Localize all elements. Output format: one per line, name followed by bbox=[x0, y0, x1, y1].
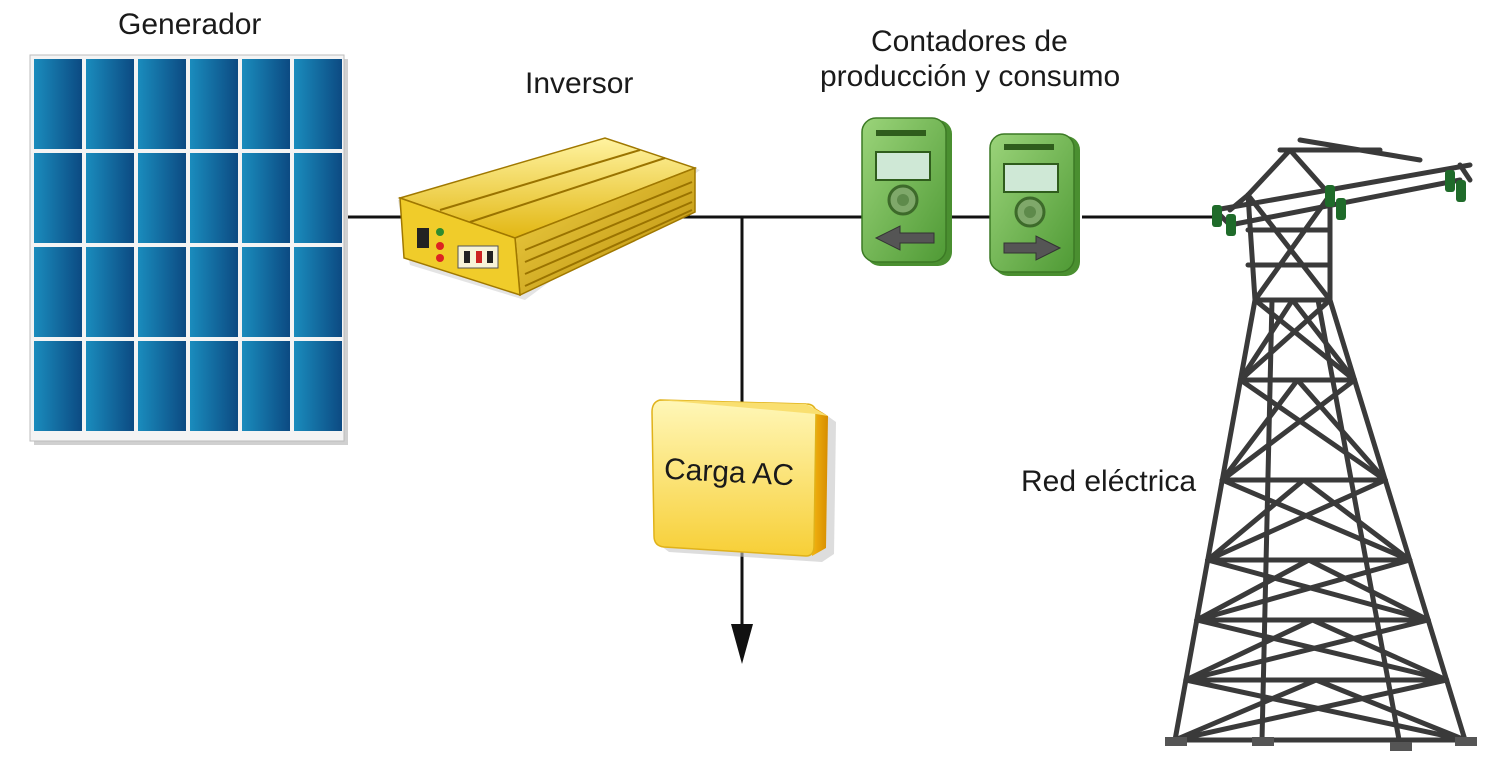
solar-cell bbox=[138, 153, 186, 243]
solar-cell bbox=[138, 341, 186, 431]
solar-cell bbox=[294, 153, 342, 243]
tower-strut bbox=[1252, 192, 1333, 303]
load-label: Carga AC bbox=[663, 452, 795, 493]
solar-cell bbox=[34, 247, 82, 337]
insulator-icon bbox=[1212, 170, 1466, 236]
tower-strut bbox=[1194, 557, 1413, 623]
solar-cell bbox=[190, 153, 238, 243]
tower-strut bbox=[1194, 557, 1312, 623]
solar-cell bbox=[34, 341, 82, 431]
tower-strut bbox=[1237, 377, 1388, 483]
tower-strut bbox=[1327, 297, 1468, 743]
tower-feet bbox=[1165, 737, 1477, 751]
tower-strut bbox=[1172, 297, 1258, 743]
tower-strut bbox=[1245, 192, 1333, 303]
inverter-icon bbox=[397, 137, 700, 300]
tower-strut bbox=[1183, 617, 1315, 683]
tower-strut bbox=[1183, 677, 1468, 743]
tower-strut bbox=[1295, 377, 1388, 483]
tower-strut bbox=[1259, 297, 1275, 743]
tower-strut bbox=[1212, 162, 1473, 213]
tower-strut bbox=[1194, 617, 1450, 683]
arrow-down-icon bbox=[731, 624, 753, 664]
solar-cell bbox=[86, 341, 134, 431]
solar-cell bbox=[86, 59, 134, 149]
solar-cell bbox=[294, 59, 342, 149]
tower-strut bbox=[1310, 617, 1450, 683]
tower-strut bbox=[1219, 377, 1300, 483]
solar-cell bbox=[190, 247, 238, 337]
wiring bbox=[342, 215, 1218, 630]
tower-strut bbox=[1237, 297, 1295, 383]
solar-cell bbox=[86, 247, 134, 337]
tower-strut bbox=[1297, 137, 1423, 163]
solar-cell bbox=[34, 153, 82, 243]
tower-strut bbox=[1205, 477, 1388, 563]
tower-strut bbox=[1252, 297, 1358, 383]
solar-panel-icon bbox=[29, 54, 348, 445]
solar-cell bbox=[242, 59, 290, 149]
tower-strut bbox=[1183, 617, 1431, 683]
grid-label: Red eléctrica bbox=[1021, 465, 1197, 498]
solar-cell bbox=[294, 341, 342, 431]
solar-cell bbox=[138, 247, 186, 337]
tower-strut bbox=[1172, 677, 1450, 743]
tower-strut bbox=[1172, 677, 1319, 743]
meter-icon bbox=[861, 117, 952, 266]
solar-cell bbox=[242, 341, 290, 431]
tower-strut bbox=[1205, 477, 1307, 563]
generator-label: Generador bbox=[118, 8, 262, 41]
meter-icon bbox=[989, 133, 1080, 276]
solar-cell bbox=[86, 153, 134, 243]
tower-strut bbox=[1219, 477, 1413, 563]
solar-cell bbox=[190, 59, 238, 149]
tower-strut bbox=[1290, 297, 1358, 383]
meters-label-line2: producción y consumo bbox=[820, 60, 1121, 93]
solar-cell bbox=[138, 59, 186, 149]
solar-cell bbox=[190, 341, 238, 431]
tower-strut bbox=[1301, 477, 1413, 563]
tower-strut bbox=[1306, 557, 1431, 623]
inverter-label: Inversor bbox=[525, 67, 634, 100]
solar-cell bbox=[34, 59, 82, 149]
tower-strut bbox=[1287, 147, 1333, 198]
solar-cell bbox=[242, 153, 290, 243]
tower-strut bbox=[1237, 297, 1333, 383]
tower-strut bbox=[1313, 677, 1468, 743]
tower-strut bbox=[1457, 162, 1473, 183]
solar-cell bbox=[242, 247, 290, 337]
tower-strut bbox=[1245, 147, 1293, 198]
tower-strut bbox=[1205, 557, 1431, 623]
meters-label-line1: Contadores de bbox=[871, 25, 1068, 58]
tower-strut bbox=[1245, 192, 1258, 303]
solar-cell bbox=[294, 247, 342, 337]
load-box-icon bbox=[651, 399, 836, 562]
tower-strut bbox=[1219, 377, 1358, 483]
transmission-tower-icon bbox=[1172, 137, 1473, 748]
